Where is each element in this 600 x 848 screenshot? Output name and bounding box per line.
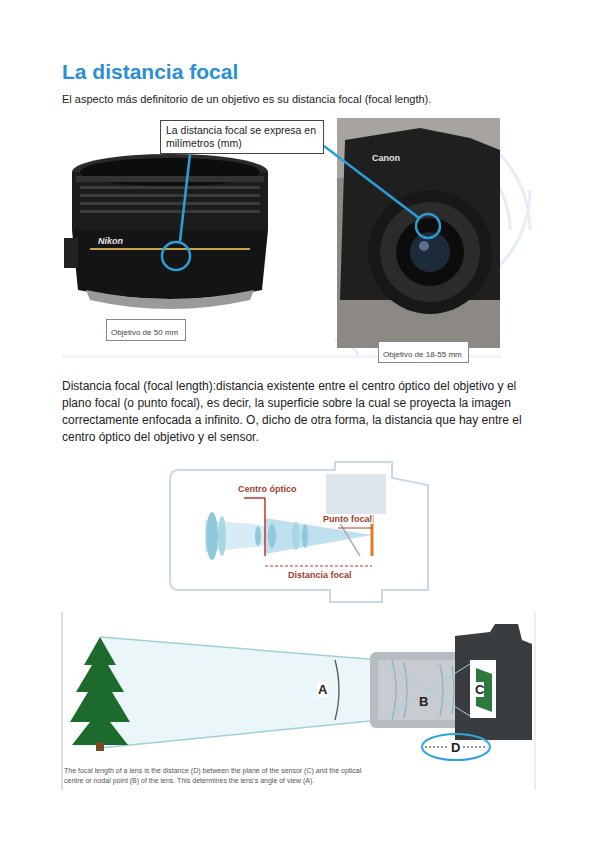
body-text: El aspecto más definitorio de un objetiv… bbox=[62, 93, 542, 105]
part-label: Distancia focal bbox=[288, 570, 352, 580]
callout-letter: D bbox=[451, 740, 460, 755]
body-text: Distancia focal (focal length):distancia… bbox=[62, 378, 540, 446]
page-title: La distancia focal bbox=[62, 60, 238, 84]
part-label: Punto focal bbox=[322, 514, 373, 524]
callout-letter: A bbox=[317, 682, 328, 697]
callout-letter: B bbox=[418, 694, 429, 709]
lens-photo bbox=[62, 118, 335, 355]
leader-line bbox=[180, 146, 419, 241]
nikon-lens bbox=[64, 154, 268, 309]
box-text: Objetivo de 50 mm bbox=[111, 328, 178, 337]
callout-box: La distancia focal se expresa en milímet… bbox=[160, 120, 324, 154]
camera-section bbox=[170, 462, 428, 602]
angle-of-view-figure bbox=[62, 612, 535, 790]
box-text: Objetivo de 18-55 mm bbox=[383, 350, 462, 359]
photo-tag: Objetivo de 18-55 mm bbox=[378, 341, 469, 363]
figure-caption: The focal length of a lens is the distan… bbox=[64, 766, 364, 786]
canon-photo bbox=[337, 118, 500, 348]
callout-letter: C bbox=[475, 682, 484, 697]
photo-tag: Objetivo de 50 mm bbox=[106, 319, 186, 341]
brand-mark: Canon bbox=[372, 153, 400, 163]
box-text: La distancia focal se expresa en milímet… bbox=[166, 124, 318, 150]
part-label: Centro óptico bbox=[238, 484, 297, 494]
brand-mark: Nikon bbox=[98, 236, 123, 246]
